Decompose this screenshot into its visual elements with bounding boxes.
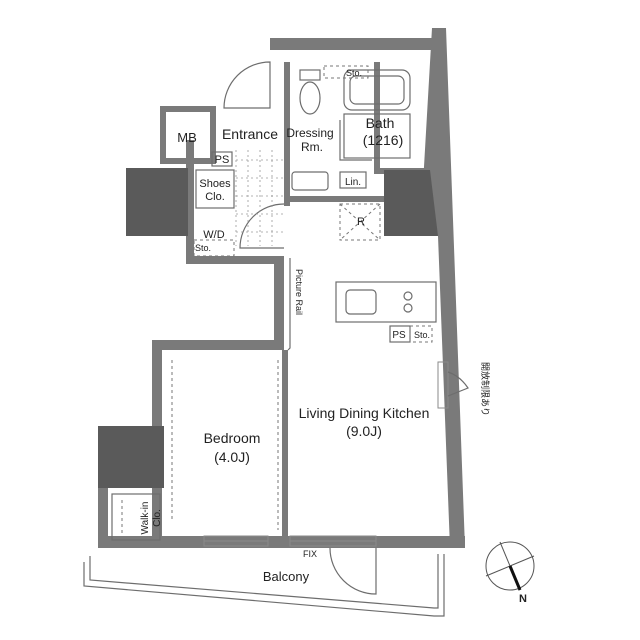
walkin-left-wall xyxy=(98,488,108,546)
shoes-closet xyxy=(195,169,235,209)
wd-left-wall xyxy=(186,140,194,264)
picture-rail-label: Picture Rail xyxy=(294,269,304,315)
entrance-door-swing xyxy=(223,61,271,109)
kitchen-counter xyxy=(335,281,437,343)
balcony xyxy=(83,547,445,617)
refrigerator-space xyxy=(339,203,381,241)
bath-door xyxy=(339,120,372,161)
north-compass: N xyxy=(485,541,535,605)
structure-walls xyxy=(98,28,465,548)
wd-door-swing xyxy=(239,203,285,249)
burner-2 xyxy=(403,303,413,313)
bathtub-inner xyxy=(349,75,405,105)
mb-right-wall xyxy=(210,106,216,164)
bedroom-label-2: (4.0J) xyxy=(214,449,250,465)
bathtub xyxy=(343,69,411,111)
compass-north-label: N xyxy=(519,593,527,605)
restriction-note: 開放制限あり xyxy=(480,362,491,416)
walkin-label-2: Clo. xyxy=(152,509,163,527)
lin-box xyxy=(339,171,367,189)
rail-left-wall xyxy=(274,258,284,350)
toilet-bowl xyxy=(299,81,321,115)
fridge-x2 xyxy=(339,203,381,241)
bath-label-1: Bath xyxy=(366,115,395,131)
dressing-label-2: Rm. xyxy=(301,140,323,154)
sto-shelf xyxy=(323,65,369,79)
bath-left-wall xyxy=(374,62,380,174)
sto-wd-label: Sto. xyxy=(195,243,211,253)
ldk-label-2: (9.0J) xyxy=(346,423,382,439)
bedroom-label-1: Bedroom xyxy=(204,430,261,446)
entrance-label: Entrance xyxy=(222,126,278,142)
interior-lines xyxy=(171,258,469,547)
toilet xyxy=(299,65,369,115)
dressing-label-1: Dressing xyxy=(286,126,333,140)
walkin-closet xyxy=(111,493,161,541)
ps-entrance-label: PS xyxy=(215,154,230,166)
ps-box-entrance xyxy=(211,151,233,167)
sto-kitchen-label: Sto. xyxy=(414,330,430,340)
right-wall xyxy=(420,28,465,548)
rail-line xyxy=(287,258,291,351)
counter xyxy=(335,281,437,323)
ldk-label-1: Living Dining Kitchen xyxy=(299,405,430,421)
column-left xyxy=(126,168,188,236)
entrance-tile xyxy=(235,150,284,246)
compass-circle xyxy=(485,541,535,591)
column-right xyxy=(384,170,438,236)
dressing-left-wall xyxy=(284,62,290,206)
ps-kitchen-label: PS xyxy=(392,330,406,341)
bedroom-top-wall xyxy=(152,340,282,350)
bath-fixtures xyxy=(343,69,411,159)
balcony-door-swing xyxy=(329,547,377,595)
toilet-tank xyxy=(299,69,321,81)
balcony-outline-outer xyxy=(83,554,445,617)
top-wall xyxy=(270,38,438,50)
column-walkin xyxy=(98,426,164,488)
balcony-label: Balcony xyxy=(263,569,310,584)
wd-bottom-wall xyxy=(186,256,284,264)
sink xyxy=(345,289,377,315)
dressing-bottom-wall xyxy=(284,196,384,202)
sto-bath-label: Sto. xyxy=(346,68,362,78)
wd-label: W/D xyxy=(203,229,224,241)
bedroom-ldk-partition xyxy=(282,350,288,536)
mb-bottom-wall xyxy=(160,158,210,164)
wd-sto-box xyxy=(193,239,235,257)
mb-label: MB xyxy=(177,130,197,145)
room-labels: MB Entrance Dressing Rm. Bath (1216) Sto… xyxy=(140,68,491,584)
refrigerator-label: R xyxy=(357,216,365,228)
bath-floor xyxy=(343,113,411,159)
compass-north-arrow xyxy=(508,565,522,591)
mb-top-wall xyxy=(160,106,210,112)
shoes-label-1: Shoes xyxy=(199,178,231,190)
sto-box-kitchen xyxy=(409,325,433,343)
lin-label: Lin. xyxy=(345,177,361,188)
bath-label-2: (1216) xyxy=(363,132,403,148)
bottom-wall xyxy=(98,536,465,548)
balcony-outline-inner xyxy=(89,554,439,609)
walkin-label-1: Walk-in xyxy=(140,502,151,535)
fix-label: FIX xyxy=(303,549,317,559)
burner-1 xyxy=(403,291,413,301)
ldk-side-window xyxy=(437,361,449,409)
shoes-label-2: Clo. xyxy=(205,191,225,203)
side-window-arc xyxy=(447,371,469,397)
mb-left-wall xyxy=(160,106,166,164)
wash-basin xyxy=(291,171,329,191)
